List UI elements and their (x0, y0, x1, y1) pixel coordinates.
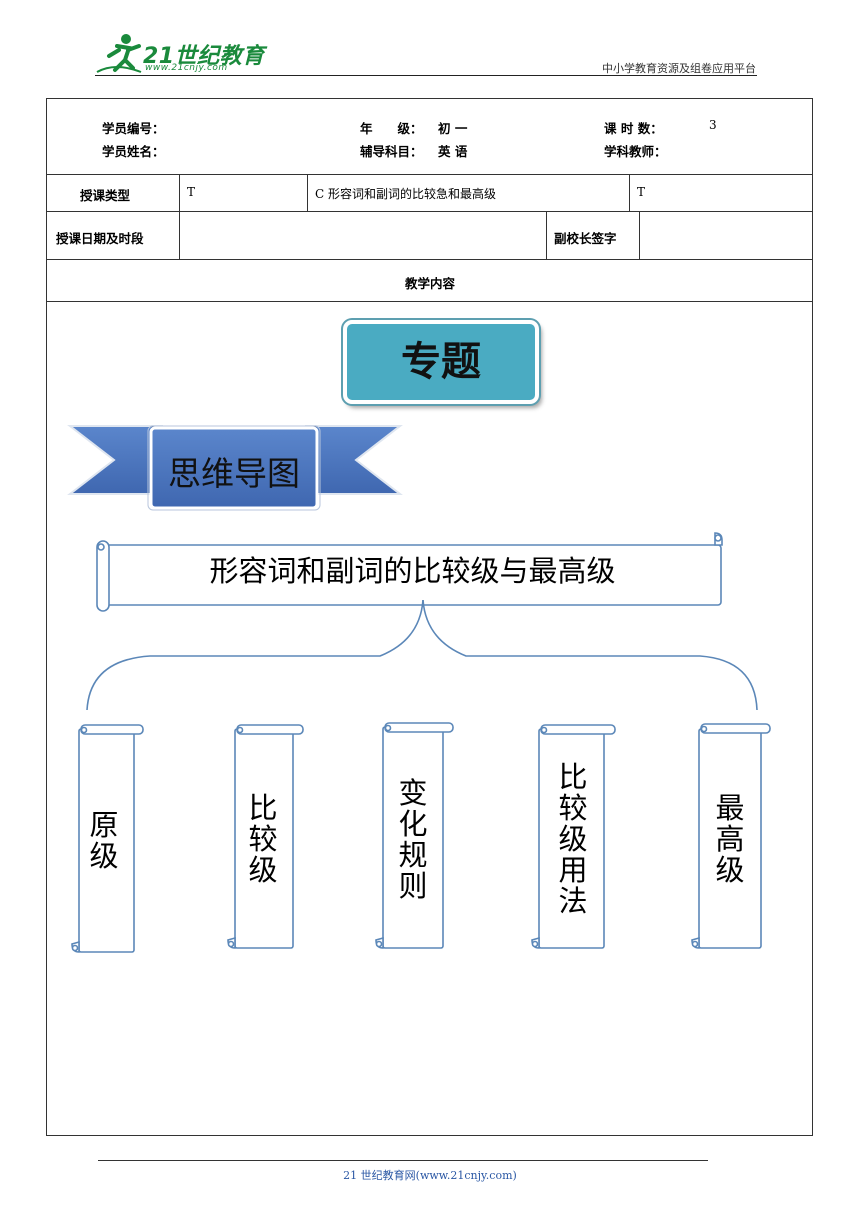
subject-label: 辅导科目： (360, 144, 423, 159)
subject-value: 英 语 (438, 144, 468, 159)
footer-text: 21 世纪教育网(www.21cnjy.com) (343, 1169, 517, 1182)
hours-value: 3 (709, 118, 717, 132)
logo (95, 32, 265, 76)
grade-label: 年 级： (360, 121, 423, 136)
lesson-type-col3: T (637, 185, 646, 199)
mindmap-title: 形容词和副词的比较级与最高级 (209, 554, 616, 588)
teacher-label: 学科教师： (604, 144, 667, 159)
student-id-label: 学员编号： (102, 121, 165, 136)
runner-icon (96, 34, 142, 73)
logo-text: 21世纪教育 (143, 44, 265, 69)
lesson-type-col1: T (187, 185, 196, 199)
footer-divider (98, 1160, 708, 1161)
branch-label: 比较级用法 (558, 760, 588, 918)
student-name-label: 学员姓名： (102, 144, 165, 159)
header-divider (95, 75, 757, 76)
teaching-content-label: 教学内容 (404, 276, 455, 291)
lesson-date-label: 授课日期及时段 (56, 231, 144, 246)
branch-label: 原级 (89, 808, 119, 873)
principal-signature-label: 副校长签字 (554, 231, 617, 246)
lesson-type-topic: C 形容词和副词的比较急和最高级 (315, 187, 496, 201)
topic-box (343, 320, 539, 404)
mindmap-banner (67, 425, 403, 511)
branch-label: 最高级 (715, 791, 745, 887)
topic-label: 专题 (401, 339, 481, 385)
grade-value: 初 一 (438, 121, 468, 136)
branch-label: 变化规则 (398, 776, 428, 903)
hours-label: 课 时 数： (604, 121, 663, 136)
mindmap-banner-label: 思维导图 (168, 454, 300, 493)
platform-name: 中小学教育资源及组卷应用平台 (602, 62, 756, 75)
logo-url: www.21cnjy.com (145, 63, 228, 73)
lesson-type-label: 授课类型 (80, 188, 131, 203)
branch-label: 比较级 (248, 791, 278, 887)
